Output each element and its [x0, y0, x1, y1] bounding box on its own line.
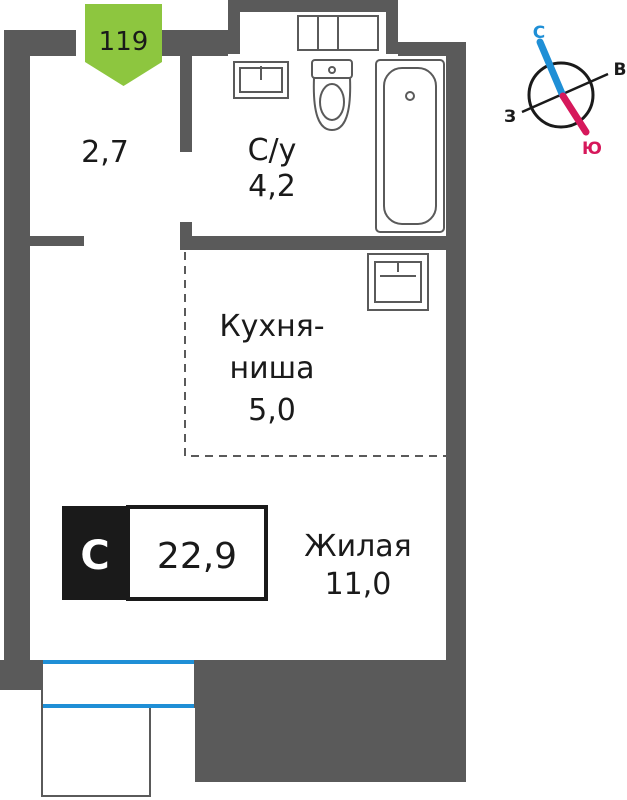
balcony: [41, 708, 151, 797]
bathroom-name: С/у: [248, 133, 297, 168]
kitchen-area: 5,0: [248, 393, 296, 428]
kitchen-name-line2: ниша: [230, 351, 315, 386]
ventilation-icon: [242, 14, 274, 42]
compass-west: З: [504, 107, 516, 127]
living-name: Жилая: [304, 529, 411, 564]
kitchen-name-line1: Кухня-: [219, 309, 324, 344]
kitchen-sink-icon: [367, 253, 429, 311]
window: [41, 660, 196, 708]
bathtub-icon: [375, 59, 445, 233]
living-area: 11,0: [325, 567, 392, 602]
compass-icon: [521, 38, 609, 136]
sink-icon: [233, 61, 289, 99]
total-area: 22,9: [157, 536, 237, 577]
apartment-type-box: С 22,9: [62, 505, 268, 601]
compass-north: С: [533, 23, 545, 43]
compass-south: Ю: [582, 139, 602, 159]
bathroom-area: 4,2: [248, 169, 296, 204]
compass-east: В: [614, 60, 627, 80]
hall-area: 2,7: [81, 135, 129, 170]
walls: [0, 0, 466, 782]
apartment-number-badge: 119: [85, 4, 162, 86]
ventilation-block: [228, 0, 396, 12]
kitchen-niche-outline: [184, 252, 446, 457]
apartment-number: 119: [99, 27, 149, 57]
apartment-type-letter: С: [80, 533, 109, 579]
toilet-icon: [311, 59, 353, 132]
